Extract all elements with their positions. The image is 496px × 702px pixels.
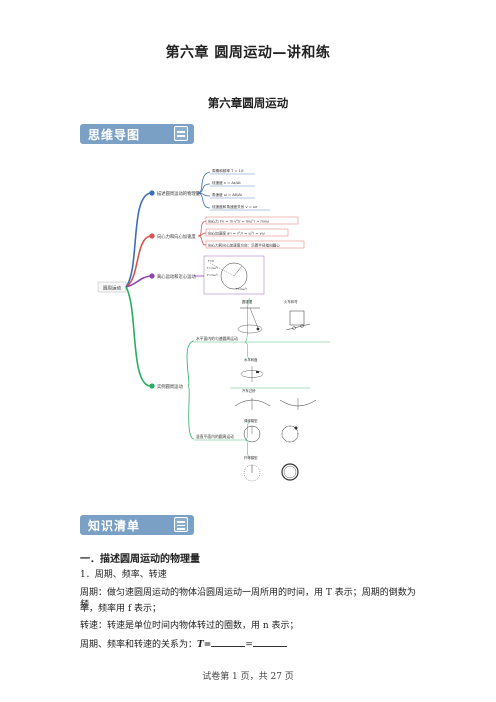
example-train-turn: 火车转弯 [284,299,298,304]
section-heading: 一．描述圆周运动的物理量 [80,554,200,565]
b4-child-1: 水平面内的匀速圆周运动 [196,336,238,341]
relation-equals: = [245,640,253,650]
b1-child-1: 周期和频率 T = 1/f [212,168,244,173]
b3-child-4: F=mω²r [236,287,248,291]
mindmap-banner-label: 思维导图 [88,128,141,142]
checklist-icon [174,517,188,532]
mindmap-diagram: 圆周运动 描述圆周运动的物理量 周期和频率 T = 1/f 线速度 v = Δs… [97,168,330,482]
b2-child-3: 向心力和向心加速度方向：沿着半径指向圆心 [208,242,280,247]
document-title: 第六章 圆周运动—讲和练 [165,45,331,61]
example-conical-pendulum: 圆锥摆 [242,299,253,304]
mindmap-root: 圆周运动 [103,285,121,292]
branch-3-label: 离心运动和近心运动 [157,273,196,280]
b3-child-3: F>mω²r [207,273,219,277]
relation-formula: T= [197,640,212,650]
branch-4-label: 实例圆周运动 [157,383,183,390]
knowledge-banner-label: 知识清单 [88,519,141,533]
example-turntable: 水平转盘 [244,357,258,362]
b3-child-2: F<mω²r [207,266,219,270]
chapter-subtitle: 第六章圆周运动 [207,96,289,110]
paragraph-period-line-1: 周期：做匀速圆周运动的物体沿圆周运动一周所用的时间，用 T 表示；周期的倒数为频 [80,588,416,610]
hand-icon [174,126,188,141]
b2-child-2: 向心加速度 an = v²/r = ω²r = vω [208,230,265,235]
b3-child-1: F=0 [208,259,214,263]
centrifugal-figure [203,255,265,295]
b1-child-4: 线速度和角速度关系 v = ωr [212,204,258,209]
example-rope-ball: 绳球模型 [244,418,258,423]
b1-child-3: 角速度 ω = Δθ/Δt [212,192,243,197]
paragraph-period-line-2: 率，频率用 f 表示； [80,604,162,614]
b2-child-1: 向心力 Fn = m v²/r = mω²r = mvω [208,218,269,223]
branch-2-label: 向心力和向心加速度 [157,233,196,240]
paragraph-rotation-speed: 转速：转速是单位时间内物体转过的圈数，用 n 表示； [80,621,299,631]
blank-2[interactable] [252,637,287,647]
mindmap-banner: 思维导图 [80,124,194,144]
page-footer: 试卷第 1 页，共 27 页 [202,672,294,682]
item-heading: 1．周期、频率、转速 [80,570,167,580]
relation-prefix: 周期、频率和转速的关系为： [80,640,198,650]
knowledge-banner: 知识清单 [80,515,194,535]
example-rod-ball: 杆球模型 [244,455,258,460]
blank-1[interactable] [211,637,246,647]
paragraph-relation: 周期、频率和转速的关系为：T= = [80,637,420,651]
b4-child-2: 竖直平面内的圆周运动 [196,434,234,439]
example-car-bridge: 汽车过桥 [242,388,256,393]
b1-child-2: 线速度 v = Δs/Δt [212,180,241,185]
branch-1-label: 描述圆周运动的物理量 [157,190,201,197]
